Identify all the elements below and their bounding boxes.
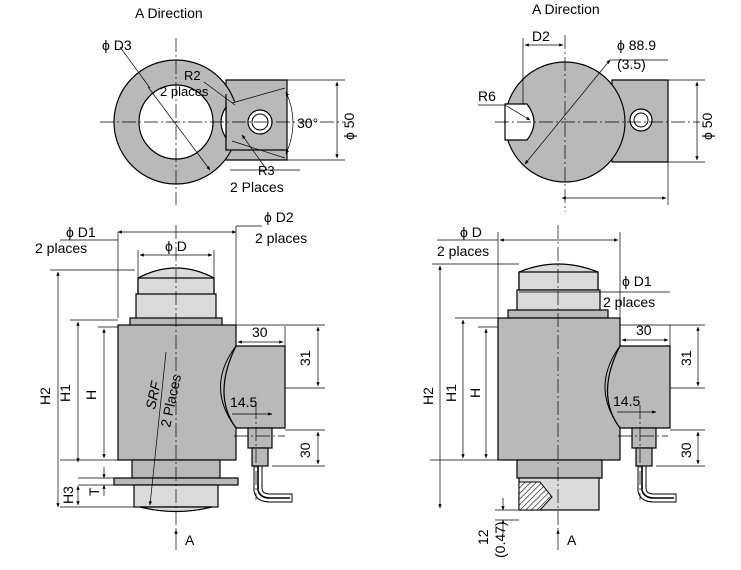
angle-label: 30° xyxy=(297,115,318,131)
r3-places: 2 Places xyxy=(230,179,284,195)
side-flange xyxy=(223,345,286,429)
view-label: A Direction xyxy=(135,5,203,21)
side-flange xyxy=(606,345,671,429)
dim12-label: 12 xyxy=(475,529,491,545)
dim145-label: 14.5 xyxy=(613,393,640,409)
dim31-label: 31 xyxy=(678,350,694,366)
top-right-direction-view: A Direction D2 ϕ 88.9 (3.5) R6 ϕ 50 xyxy=(478,1,715,212)
d1-label: ϕ D1 xyxy=(622,273,652,289)
d-label: ϕ D xyxy=(460,224,482,240)
d3-label: ϕ D3 xyxy=(102,37,132,53)
a-arrow-label: A xyxy=(567,532,577,548)
d1-label: ϕ D1 xyxy=(66,224,96,240)
dia50-label: ϕ 50 xyxy=(341,112,357,140)
base-mount xyxy=(516,459,603,511)
r3-label: R3 xyxy=(258,163,275,178)
srf-label: SRF xyxy=(142,378,164,410)
h2-label: H2 xyxy=(37,387,53,405)
view-label: A Direction xyxy=(532,1,600,17)
d2-places: 2 places xyxy=(255,230,307,246)
h-label: H xyxy=(467,388,483,398)
cable-connector xyxy=(247,427,293,503)
load-cell-body xyxy=(117,324,237,461)
a-arrow-label: A xyxy=(185,532,195,548)
d1-places: 2 places xyxy=(603,294,655,310)
load-cell-body xyxy=(497,317,621,461)
h-label: H xyxy=(83,390,99,400)
dia50-label: ϕ 50 xyxy=(699,112,715,140)
dia889-inch-label: (3.5) xyxy=(617,56,646,72)
cable-connector xyxy=(631,427,677,503)
bottom-right-side-view: ϕ D 2 places ϕ D1 2 places 30 31 14.5 30… xyxy=(420,224,705,558)
r6-label: R6 xyxy=(478,88,496,104)
h1-label: H1 xyxy=(57,384,73,402)
d-places: 2 places xyxy=(437,243,489,259)
bottom-left-side-view: ϕ D1 2 places ϕ D2 2 places ϕ D 30 31 14… xyxy=(35,209,325,550)
dim30-right-label: 30 xyxy=(678,442,694,458)
mounting-hole xyxy=(629,108,653,132)
dim145-label: 14.5 xyxy=(230,394,257,410)
dim30-right-label: 30 xyxy=(297,442,313,458)
dia889-label: ϕ 88.9 xyxy=(617,37,656,53)
dim12-inch-label: (0.47) xyxy=(492,521,508,558)
dim31-label: 31 xyxy=(297,350,313,366)
top-left-direction-view: A Direction ϕ D3 R2 2 places R3 2 Places… xyxy=(100,5,357,205)
mounting-hole-inner xyxy=(633,112,649,128)
dim30-top-label: 30 xyxy=(252,324,268,340)
d-label: ϕ D xyxy=(165,238,187,254)
h2-label: H2 xyxy=(420,387,436,405)
d1-places: 2 places xyxy=(35,240,87,256)
d2-label: D2 xyxy=(532,28,550,44)
r2-label: R2 xyxy=(184,68,201,83)
t-label: T xyxy=(86,487,102,496)
dim30-top-label: 30 xyxy=(636,322,652,338)
threaded-section-hatch xyxy=(518,481,553,511)
h3-label: H3 xyxy=(60,486,76,504)
h1-label: H1 xyxy=(443,384,459,402)
d2-label: ϕ D2 xyxy=(264,209,294,225)
r2-places: 2 places xyxy=(160,84,209,99)
